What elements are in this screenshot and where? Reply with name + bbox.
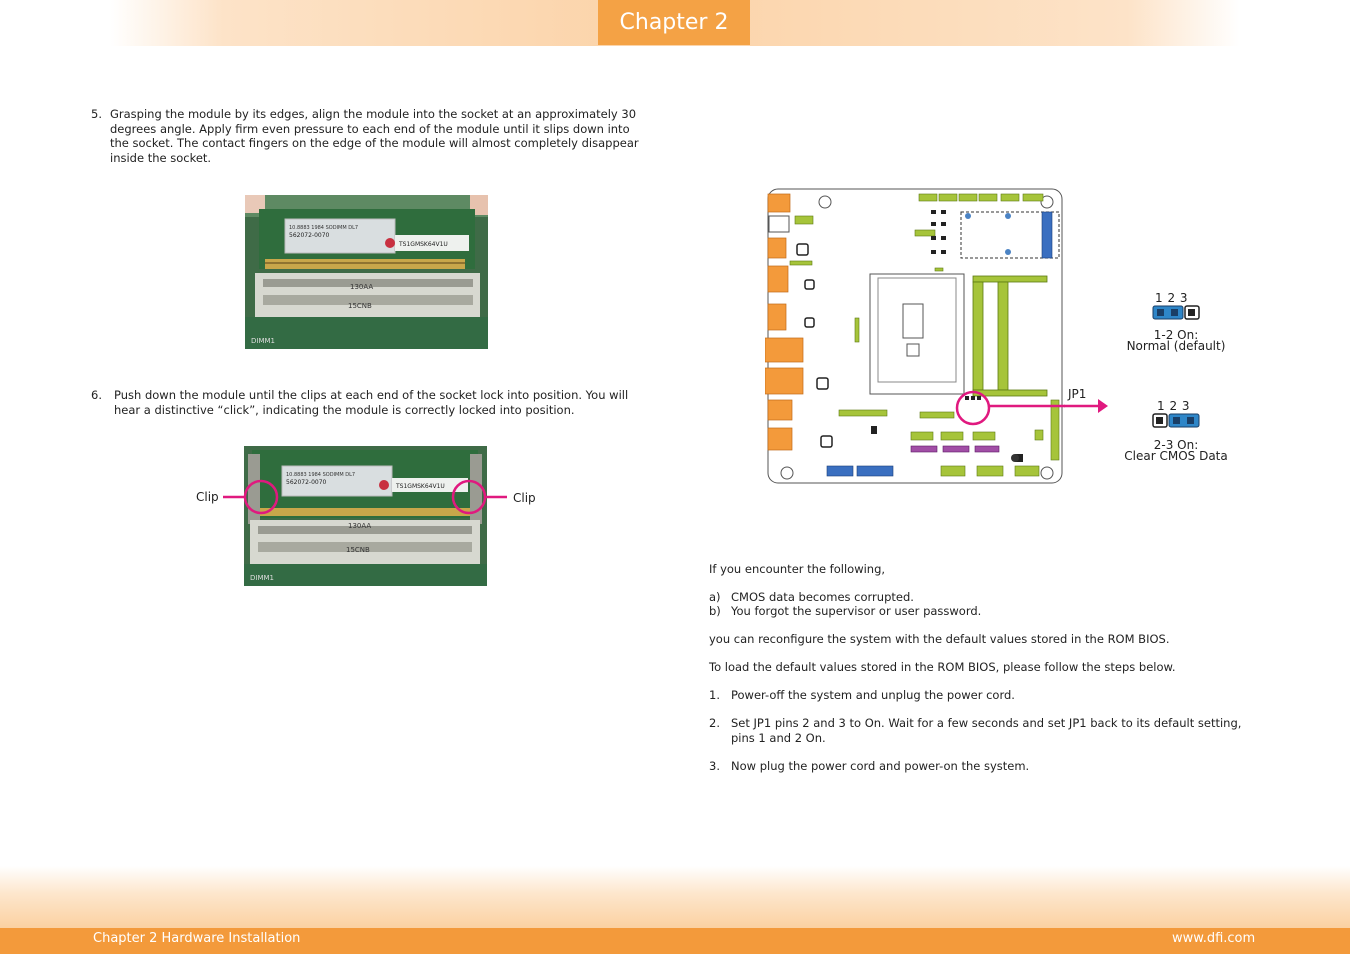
clip-circle-left [243, 479, 279, 515]
list-mark-b: b) [709, 604, 721, 618]
dimm-slots [972, 275, 1048, 397]
memory-install-photo-1: 10.8883 1984 SODIMM DL7 562072-0070 TS1G… [245, 195, 488, 349]
step3-number: 3. [709, 759, 720, 773]
step1-text: Power-off the system and unplug the powe… [731, 688, 1015, 702]
jumper1-icon [1152, 305, 1200, 320]
chapter-tab: Chapter 2 [598, 0, 750, 45]
gold-contacts [265, 259, 465, 269]
rear-io-ports [764, 193, 804, 451]
clip-label-right: Clip [513, 491, 536, 505]
sticker-text-1: 10.8883 1984 SODIMM DL7 [289, 225, 358, 231]
paragraph-1: you can reconfigure the system with the … [709, 632, 1170, 646]
jumper2-pin-numbers: 1 2 3 [1157, 399, 1191, 413]
sticker-text-2: 562072-0070 [286, 479, 327, 486]
step2-number: 2. [709, 716, 720, 730]
motherboard-svg [764, 188, 1099, 484]
intro-text: If you encounter the following, [709, 562, 886, 576]
slot-label-3: DIMM1 [250, 574, 274, 582]
slot-label-3: DIMM1 [251, 337, 275, 345]
step2-text-line2: pins 1 and 2 On. [731, 731, 826, 745]
step3-text: Now plug the power cord and power-on the… [731, 759, 1030, 773]
jumper1-pin-numbers: 1 2 3 [1155, 291, 1189, 305]
jumper1-line1: 1-2 On: [1153, 328, 1199, 342]
slot-label-2: 15CNB [346, 546, 370, 554]
motherboard-diagram [764, 186, 1099, 486]
clip-callouts [223, 479, 507, 515]
slot-label-2: 15CNB [348, 302, 372, 310]
slot-label-1: 130AA [348, 522, 371, 530]
footer-band [0, 866, 1350, 928]
step2-text-line1: Set JP1 pins 2 and 3 to On. Wait for a f… [731, 716, 1242, 730]
jp1-highlight-circle [955, 390, 991, 426]
list-mark-a: a) [709, 590, 721, 604]
step5-text: Grasping the module by its edges, align … [110, 107, 639, 165]
slot-label-1: 130AA [350, 283, 373, 291]
sticker-text-1: 10.8883 1984 SODIMM DL7 [286, 472, 355, 478]
list-text-a: CMOS data becomes corrupted. [731, 590, 914, 604]
jp1-arrow [1064, 399, 1108, 413]
memory-install-photo-2: 10.8883 1984 SODIMM DL7 562072-0070 TS1G… [244, 446, 487, 586]
jumper2-icon [1152, 413, 1200, 428]
jumper1-line2: Normal (default) [1126, 339, 1226, 353]
clip-label-left: Clip [196, 490, 219, 504]
footer-bar [0, 928, 1350, 954]
step6-text: Push down the module until the clips at … [114, 388, 629, 417]
sticker-text-3: TS1GMSK64V1U [395, 483, 445, 490]
jumper2-line2: Clear CMOS Data [1124, 449, 1228, 463]
memory-photo-1-image: 10.8883 1984 SODIMM DL7 562072-0070 TS1G… [245, 195, 488, 349]
footer-website-link[interactable]: www.dfi.com [1172, 931, 1256, 946]
sticker-text-3: TS1GMSK64V1U [398, 241, 448, 248]
step1-number: 1. [709, 688, 720, 702]
sticker-text-2: 562072-0070 [289, 232, 330, 239]
paragraph-2: To load the default values stored in the… [709, 660, 1176, 674]
list-text-b: You forgot the supervisor or user passwo… [731, 604, 982, 618]
jumper2-line1: 2-3 On: [1153, 438, 1199, 452]
memory-photo-2-image: 10.8883 1984 SODIMM DL7 562072-0070 TS1G… [244, 446, 487, 586]
clip-circle-right [451, 479, 487, 515]
footer-chapter-title: Chapter 2 Hardware Installation [93, 931, 301, 946]
step5-number: 5. [91, 107, 102, 121]
step6-number: 6. [91, 388, 102, 402]
jp1-board-label: JP1 [1068, 387, 1087, 401]
